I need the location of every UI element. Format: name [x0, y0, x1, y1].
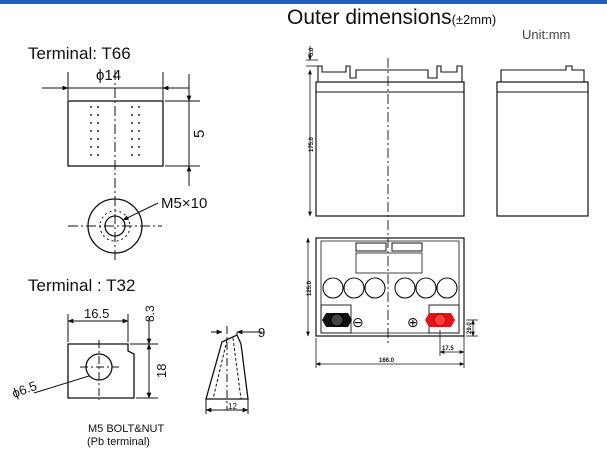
- battery-body-top: [315, 237, 465, 337]
- t32-base-label: 12: [228, 402, 237, 411]
- page-title: Outer dimensions(±2mm): [287, 6, 497, 29]
- height-label: 175.0: [309, 136, 315, 152]
- t32-top-label: 8.3: [143, 305, 157, 322]
- depth-label: 125.0: [307, 280, 313, 296]
- negative-symbol: ⊖: [352, 314, 364, 330]
- t32-top-width-label: 9: [258, 325, 265, 340]
- vent-cap: [436, 277, 458, 299]
- t32-side-hidden-line: [232, 337, 242, 400]
- top-handle-slot-left: [355, 242, 387, 252]
- top-recess: [355, 252, 423, 274]
- terminal-t32-heading: Terminal : T32: [28, 276, 135, 295]
- positive-symbol: ⊕: [407, 314, 419, 330]
- battery-body-front: [315, 81, 465, 217]
- t32-body: [67, 343, 135, 399]
- negative-terminal-bolt: [330, 313, 344, 327]
- t32-height-label: 18: [154, 364, 169, 378]
- terminal-h-label: 17.5: [442, 346, 454, 352]
- t32-hole-leader: [33, 375, 90, 394]
- t66-bolt-label: M5×10: [161, 195, 207, 212]
- t32-side-body: [205, 334, 249, 400]
- battery-lid: [317, 65, 463, 83]
- terminal-t66-group: Terminal: T66 ϕ14 5 M5×10: [28, 44, 208, 260]
- t32-caption-line2: (Pb terminal): [87, 436, 150, 448]
- t66-bolt-leader: [122, 202, 159, 221]
- width-label: 166.0: [379, 358, 395, 364]
- battery-body-side: [496, 81, 589, 217]
- t66-diameter-label: ϕ14: [96, 67, 121, 84]
- battery-top-view: ⊖ ⊕ 125.0 29.0 17.5 166.0: [306, 237, 478, 368]
- vent-cap: [364, 277, 386, 299]
- terminal-v-label: 29.0: [467, 322, 473, 334]
- unit-label: Unit:mm: [522, 27, 571, 42]
- tolerance-label: (±2mm): [451, 12, 497, 27]
- vent-cap: [322, 277, 344, 299]
- t66-outer-circle: [87, 198, 143, 254]
- header-accent-bar: [0, 0, 607, 4]
- t32-caption-line1: M5 BOLT&NUT: [88, 423, 164, 435]
- t32-side-hidden-line: [212, 339, 228, 400]
- terminal-t32-group: Terminal : T32 16.5 8.3 18 ϕ6.5 12: [10, 276, 265, 448]
- vent-cap: [343, 277, 365, 299]
- cap-height-label: 5.0: [309, 47, 315, 56]
- t32-width-label: 16.5: [84, 306, 109, 321]
- terminal-t66-heading: Terminal: T66: [28, 44, 131, 63]
- battery-side-view: [496, 65, 589, 217]
- top-handle-slot-right: [391, 242, 423, 252]
- battery-front-view: 5.0 175.0: [306, 46, 465, 217]
- positive-terminal-bolt: [433, 313, 447, 327]
- vent-cap: [394, 277, 416, 299]
- vent-cap: [415, 277, 437, 299]
- t66-height-label: 5: [191, 130, 208, 138]
- battery-side-lid: [500, 65, 585, 83]
- t32-hole-label: ϕ6.5: [10, 378, 39, 401]
